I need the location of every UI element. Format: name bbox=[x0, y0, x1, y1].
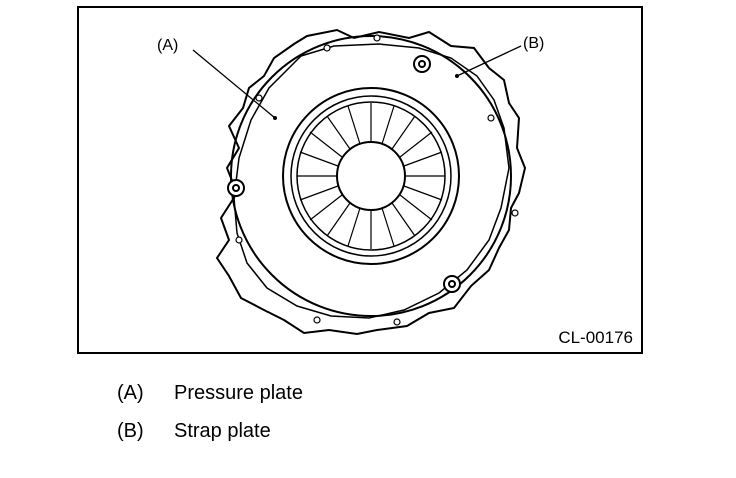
callout-b-label: (B) bbox=[523, 35, 545, 52]
clutch-diagram-frame: (A) (B) CL-00176 bbox=[77, 6, 643, 354]
legend-item: (B) Strap plate bbox=[117, 420, 303, 458]
bolt-holes bbox=[227, 55, 461, 293]
legend-text: Pressure plate bbox=[174, 382, 303, 404]
diaphragm-fingers bbox=[297, 103, 445, 249]
legend-letter: (A) bbox=[117, 382, 144, 404]
figure-code: CL-00176 bbox=[558, 328, 633, 347]
flange-inner-line bbox=[233, 43, 510, 319]
legend-text: Strap plate bbox=[174, 420, 271, 442]
pressure-plate-drawing bbox=[192, 28, 527, 336]
strap-plate-outline bbox=[215, 28, 527, 336]
legend: (A) Pressure plate (B) Strap plate bbox=[117, 382, 303, 458]
callout-a-leader bbox=[192, 49, 276, 119]
pressure-plate-disc bbox=[230, 35, 512, 317]
legend-letter: (B) bbox=[117, 420, 144, 442]
callout-a-label: (A) bbox=[157, 37, 179, 54]
legend-item: (A) Pressure plate bbox=[117, 382, 303, 420]
callout-b-leader bbox=[456, 45, 522, 77]
